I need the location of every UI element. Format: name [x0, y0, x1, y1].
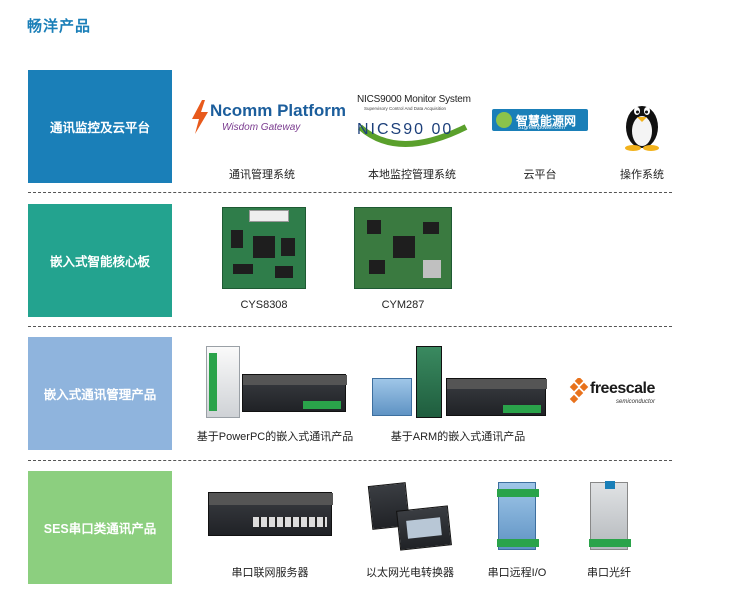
category-label: 嵌入式智能核心板: [28, 204, 172, 317]
product-powerpc-comm[interactable]: 基于PowerPC的嵌入式通讯产品: [196, 344, 354, 444]
product-nics9000[interactable]: NICS9000 Monitor System Supervisory Cont…: [352, 88, 472, 182]
linux-penguin-icon: [608, 88, 676, 160]
logo-main-text: NICS9000 Monitor System: [357, 94, 471, 105]
row-monitoring-cloud: 通讯监控及云平台: [28, 70, 672, 183]
logo-sub-text: Supervisory Control And Data Acquisition: [364, 106, 447, 111]
item-caption: 本地监控管理系统: [368, 169, 456, 181]
page-title: 畅洋产品: [27, 18, 92, 35]
item-caption: 串口远程I/O: [487, 567, 547, 579]
product-arm-comm[interactable]: 基于ARM的嵌入式通讯产品: [368, 344, 548, 444]
item-caption: 通讯管理系统: [229, 169, 295, 181]
product-serial-io[interactable]: 串口远程I/O: [484, 480, 550, 580]
product-cys8308[interactable]: CYS8308: [222, 207, 306, 311]
row-serial-comm: SES串口类通讯产品: [28, 471, 672, 584]
item-caption: 操作系统: [620, 169, 664, 181]
nics9000-logo: NICS9000 Monitor System Supervisory Cont…: [352, 88, 472, 160]
product-os[interactable]: 操作系统: [608, 88, 676, 182]
freescale-logo: freescale semiconductor: [568, 372, 668, 412]
item-caption: 以太网光电转换器: [366, 567, 454, 579]
item-caption: 串口光纤: [587, 567, 631, 579]
ncomm-logo: Ncomm Platform Wisdom Gateway: [188, 88, 346, 152]
device-image: [576, 480, 642, 554]
item-caption: CYM287: [381, 299, 425, 311]
product-cym287[interactable]: CYM287: [354, 207, 452, 311]
divider: [28, 192, 672, 193]
leaf-icon: [496, 112, 512, 128]
category-label: 通讯监控及云平台: [28, 70, 172, 183]
item-caption: 基于ARM的嵌入式通讯产品: [390, 431, 526, 443]
item-caption: 云平台: [523, 169, 557, 181]
device-image: [360, 480, 460, 554]
device-image: [484, 480, 550, 554]
product-ncomm-platform[interactable]: Ncomm Platform Wisdom Gateway 通讯管理系统: [188, 88, 346, 182]
greenpower-logo: 智慧能源网 51greenpower.com: [490, 88, 590, 160]
device-image: [206, 480, 334, 554]
device-image: [368, 344, 548, 422]
swoosh-icon: [358, 124, 468, 147]
divider: [28, 326, 672, 327]
row-embedded-comm: 嵌入式通讯管理产品: [28, 337, 672, 450]
category-label: SES串口类通讯产品: [28, 471, 172, 584]
category-label: 嵌入式通讯管理产品: [28, 337, 172, 450]
product-media-converter[interactable]: 以太网光电转换器: [360, 480, 460, 580]
logo-sub-text: semiconductor: [616, 399, 656, 405]
logo-main-text: freescale: [590, 380, 655, 397]
lightning-icon: [192, 100, 208, 134]
product-cloud-platform[interactable]: 智慧能源网 51greenpower.com 云平台: [490, 88, 590, 182]
freescale-diamond-icon: [569, 378, 589, 404]
item-caption: 基于PowerPC的嵌入式通讯产品: [196, 431, 354, 443]
logo-main-text: Ncomm Platform: [210, 101, 347, 120]
item-caption: 串口联网服务器: [231, 567, 309, 579]
item-caption: CYS8308: [240, 299, 288, 311]
core-board-image: [222, 207, 306, 289]
logo-sub-text: Wisdom Gateway: [222, 122, 301, 133]
device-image: [200, 344, 350, 422]
logo-sub-text: 51greenpower.com: [518, 125, 565, 131]
row-core-boards: 嵌入式智能核心板: [28, 204, 672, 317]
divider: [28, 460, 672, 461]
product-serial-fiber[interactable]: 串口光纤: [576, 480, 642, 580]
logo-background: [492, 109, 588, 131]
product-serial-server[interactable]: 串口联网服务器: [206, 480, 334, 580]
logo-main-text: 智慧能源网: [516, 114, 577, 128]
core-board-image: [354, 207, 452, 289]
logo-big-text: NICS90 00: [357, 121, 454, 138]
